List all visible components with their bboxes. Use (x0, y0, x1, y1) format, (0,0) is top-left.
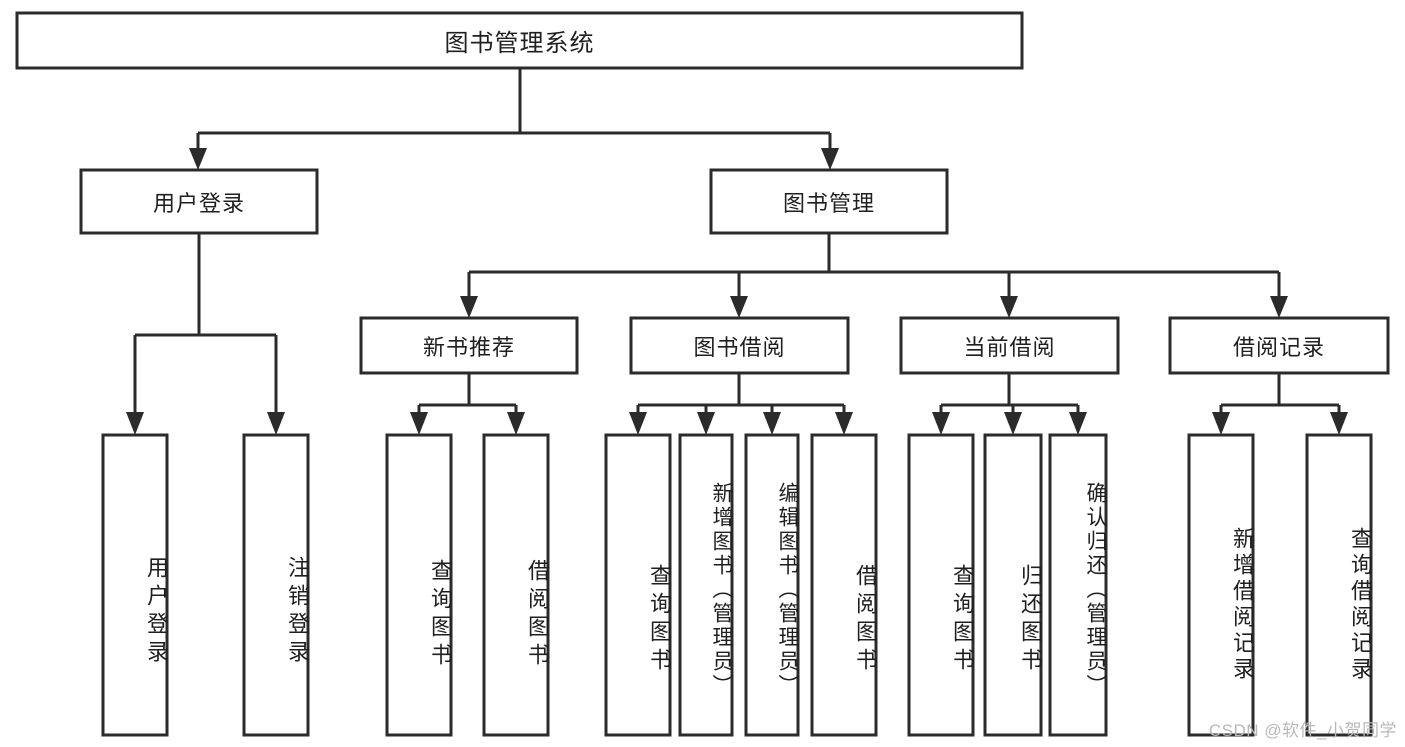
node-br-add-record-box[interactable] (1187, 433, 1255, 737)
node-new-book-recommend-box[interactable] (359, 316, 579, 375)
node-bb-query-book-box[interactable] (604, 433, 672, 737)
arrow-head-cb-query-book (932, 412, 950, 435)
arrow-head-user-login-do (126, 412, 144, 435)
arrow-head-bb-borrow-book (835, 412, 853, 435)
node-bb-edit-book-box[interactable] (744, 433, 800, 737)
node-borrow-record-box[interactable] (1168, 316, 1390, 375)
node-book-manage-box[interactable] (709, 168, 949, 235)
arrow-head-bb-add-book (697, 412, 715, 435)
arrow-head-cb-confirm-return (1069, 412, 1087, 435)
node-bb-add-book-box[interactable] (678, 433, 734, 737)
arrow-head-cb-return-book (1004, 412, 1022, 435)
arrow-head-bb-query-book (629, 412, 647, 435)
arrow-head-nbr-query-book (410, 412, 428, 435)
node-user-login-box[interactable] (79, 168, 319, 235)
arrow-head-new-book-recommend (460, 296, 478, 318)
node-nbr-borrow-book-box[interactable] (482, 433, 550, 737)
node-root-box[interactable] (15, 11, 1024, 70)
node-br-query-record-box[interactable] (1305, 433, 1373, 737)
node-user-login-do-box[interactable] (101, 433, 169, 737)
node-user-logout-box[interactable] (242, 433, 310, 737)
arrow-head-br-add-record (1212, 412, 1230, 435)
node-book-borrow-box[interactable] (629, 316, 850, 375)
arrow-head-br-query-record (1330, 412, 1348, 435)
node-nbr-query-book-box[interactable] (385, 433, 453, 737)
node-cb-confirm-return-box[interactable] (1048, 433, 1108, 737)
arrow-head-nbr-borrow-book (507, 412, 525, 435)
node-cb-query-book-box[interactable] (907, 433, 975, 737)
node-cb-return-book-box[interactable] (983, 433, 1043, 737)
node-current-borrow-box[interactable] (899, 316, 1120, 375)
arrow-head-bb-edit-book (763, 412, 781, 435)
arrow-head-book-borrow (730, 296, 748, 318)
arrow-head-book-manage (821, 148, 839, 170)
arrow-head-borrow-record (1270, 296, 1288, 318)
node-bb-borrow-book-box[interactable] (810, 433, 878, 737)
arrow-head-user-logout (267, 412, 285, 435)
arrow-head-current-borrow (1000, 296, 1018, 318)
arrow-head-user-login (189, 148, 207, 170)
